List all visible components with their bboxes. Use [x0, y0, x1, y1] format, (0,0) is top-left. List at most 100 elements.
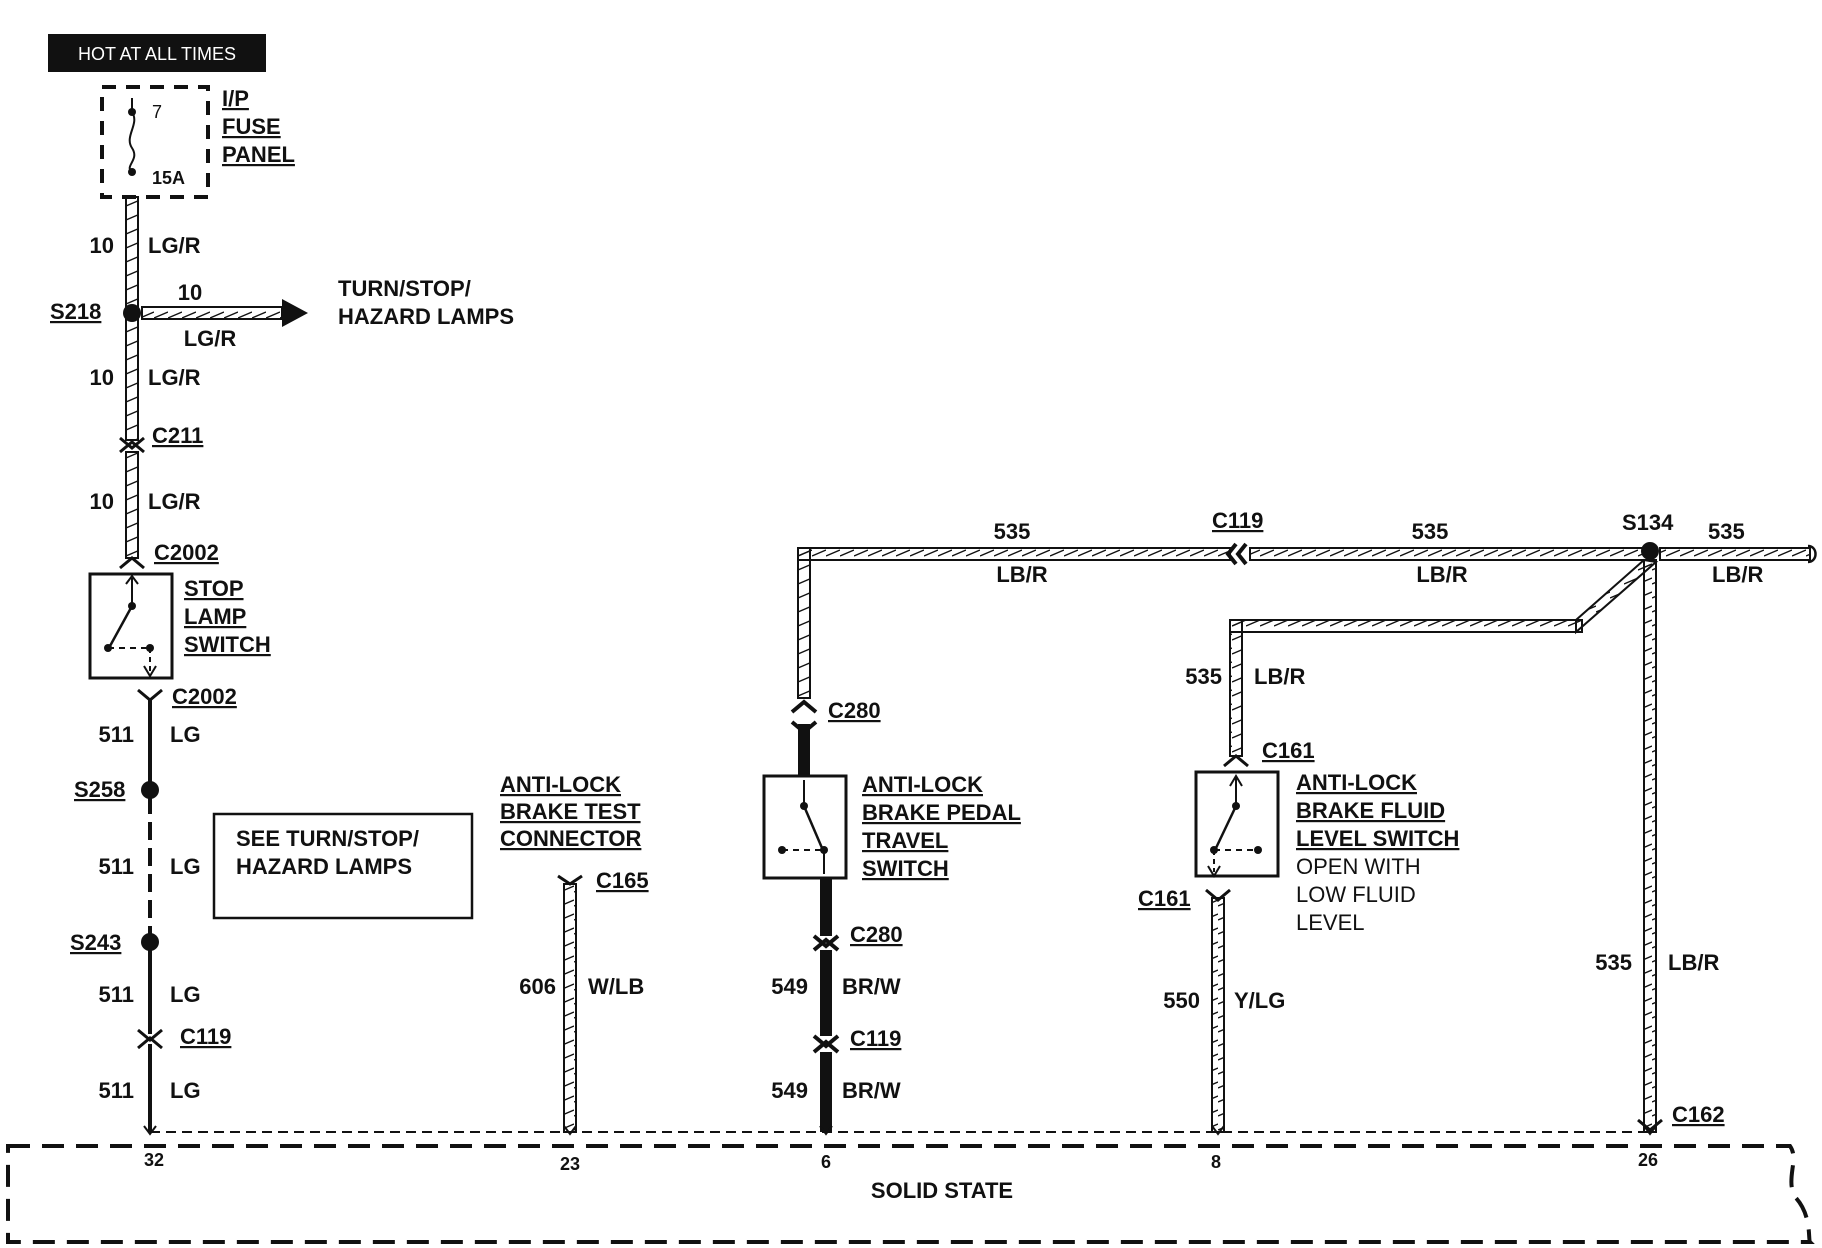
- wire-535-top-mid-color: LB/R: [1416, 562, 1467, 587]
- connector-c165-symbol: [557, 874, 583, 886]
- module-name: SOLID STATE: [871, 1178, 1013, 1203]
- wire-535-vertical-color: LB/R: [1668, 950, 1719, 975]
- module-pin-markers: [143, 1125, 1657, 1136]
- connector-c119-left-symbol: [137, 1028, 163, 1050]
- hot-at-all-times-bar: [48, 34, 266, 72]
- module-pin-32: 32: [144, 1150, 164, 1170]
- wire-535-top-mid-circuit: 535: [1412, 519, 1449, 544]
- pedal-switch-label-1: ANTI-LOCK: [862, 772, 983, 797]
- connector-c162-label: C162: [1672, 1102, 1725, 1127]
- module-outline: [6, 1144, 1815, 1244]
- module-pin-26: 26: [1638, 1150, 1658, 1170]
- wire-535-lbr-pedal-vertical: [797, 547, 811, 699]
- wire-606-wlb: [563, 883, 577, 1133]
- fluid-switch-label-1: ANTI-LOCK: [1296, 770, 1417, 795]
- wire-535-lbr-fluid-horizontal: [1229, 619, 1583, 633]
- wire-511-d-circuit: 511: [99, 1078, 135, 1103]
- pedal-switch-label-2: BRAKE PEDAL: [862, 800, 1021, 825]
- fuse-icon: [128, 98, 136, 176]
- wire-535-vertical-circuit: 535: [1595, 950, 1632, 975]
- connector-c161-top-symbol: [1223, 754, 1249, 768]
- pedal-switch-label-4: SWITCH: [862, 856, 949, 881]
- wire-535-top-right-color: LB/R: [1712, 562, 1763, 587]
- fluid-note-line-2: LOW FLUID: [1296, 882, 1416, 907]
- connector-c119-mid-symbol: [812, 1034, 840, 1054]
- connector-c280-bottom-label: C280: [850, 922, 903, 947]
- hot-at-all-times-label: HOT AT ALL TIMES: [78, 44, 236, 64]
- wire-s218-color: LG/R: [184, 326, 237, 351]
- see-reference-line-2: HAZARD LAMPS: [236, 854, 412, 879]
- connector-c2002-top-symbol: [119, 556, 145, 570]
- connector-c119-mid-label: C119: [850, 1026, 901, 1051]
- fuse-panel-outline: [100, 85, 210, 199]
- connector-c161-bottom-label: C161: [1138, 886, 1191, 911]
- wire-10-lgr-lower: [125, 451, 139, 559]
- wire-549-brw-upper: [820, 878, 832, 936]
- splice-s258-dot: [141, 781, 159, 799]
- wire-549-a-color: BR/W: [842, 974, 901, 999]
- fuse-rating: 15A: [152, 168, 185, 188]
- wire-535-lbr-top-right: [1659, 547, 1811, 561]
- stop-lamp-switch-label-1: STOP: [184, 576, 244, 601]
- fuse-number: 7: [152, 102, 162, 122]
- test-connector-label-1: ANTI-LOCK: [500, 772, 621, 797]
- wire-511-a-color: LG: [170, 722, 201, 747]
- see-reference-line-1: SEE TURN/STOP/: [236, 826, 419, 851]
- connector-c211-symbol: [119, 436, 145, 454]
- connector-c119-left-label: C119: [180, 1024, 231, 1049]
- stop-lamp-switch-box: [88, 572, 174, 680]
- fuse-panel-label-1: I/P: [222, 86, 249, 111]
- splice-s218-label: S218: [50, 299, 101, 324]
- connector-c280-bottom-symbol: [812, 934, 840, 952]
- wire-606-color: W/LB: [588, 974, 644, 999]
- module-pin-6: 6: [821, 1152, 831, 1172]
- turn-stop-label-2: HAZARD LAMPS: [338, 304, 514, 329]
- wire-535-continuation-curve: [1807, 544, 1817, 564]
- connector-c2002-bottom-symbol: [137, 688, 163, 702]
- wire-535-top-left-color: LB/R: [996, 562, 1047, 587]
- module-pin-23: 23: [560, 1154, 580, 1174]
- fluid-switch-label-3: LEVEL SWITCH: [1296, 826, 1459, 851]
- arrow-right-icon: [282, 299, 308, 327]
- wire-10-top-color: LG/R: [148, 233, 201, 258]
- connector-c211-label: C211: [152, 423, 203, 448]
- wire-550-circuit: 550: [1163, 988, 1200, 1013]
- fluid-note-line-1: OPEN WITH: [1296, 854, 1421, 879]
- connector-c2002-bottom-label: C2002: [172, 684, 237, 709]
- fluid-switch-label-2: BRAKE FLUID: [1296, 798, 1445, 823]
- connector-c2002-top-label: C2002: [154, 540, 219, 565]
- wire-606-circuit: 606: [519, 974, 556, 999]
- wire-511-b-circuit: 511: [99, 854, 135, 879]
- splice-s243-label: S243: [70, 930, 121, 955]
- wire-535-lbr-top-mid: [1249, 547, 1651, 561]
- wire-549-a-circuit: 549: [771, 974, 808, 999]
- fuse-panel-label-2: FUSE: [222, 114, 281, 139]
- wire-535-fluid-circuit: 535: [1185, 664, 1222, 689]
- wire-511-c-circuit: 511: [99, 982, 135, 1007]
- wire-535-fluid-color: LB/R: [1254, 664, 1305, 689]
- connector-c119-top-symbol: [1225, 542, 1248, 566]
- wire-10-low-circuit: 10: [90, 489, 114, 514]
- wire-535-top-right-circuit: 535: [1708, 519, 1745, 544]
- connector-c162-symbol: [1637, 1118, 1663, 1132]
- test-connector-label-2: BRAKE TEST: [500, 799, 641, 824]
- fluid-note-line-3: LEVEL: [1296, 910, 1365, 935]
- wire-549-b-color: BR/W: [842, 1078, 901, 1103]
- stop-lamp-switch-label-2: LAMP: [184, 604, 246, 629]
- module-pin-8: 8: [1211, 1152, 1221, 1172]
- splice-s134-dot: [1641, 542, 1659, 560]
- connector-c161-top-label: C161: [1262, 738, 1315, 763]
- wire-535-top-left-circuit: 535: [994, 519, 1031, 544]
- wire-511-b-color: LG: [170, 854, 201, 879]
- wire-s218-circuit: 10: [178, 280, 202, 305]
- wire-535-lbr-fluid-vertical: [1229, 619, 1243, 757]
- wire-10-mid-color: LG/R: [148, 365, 201, 390]
- test-connector-label-3: CONNECTOR: [500, 826, 641, 851]
- turn-stop-label-1: TURN/STOP/: [338, 276, 471, 301]
- fuse-panel-label-3: PANEL: [222, 142, 295, 167]
- wire-pedal-dark-upper: [798, 724, 810, 776]
- wire-511-a-circuit: 511: [99, 722, 135, 747]
- wire-10-low-color: LG/R: [148, 489, 201, 514]
- wire-550-ylg: [1211, 897, 1225, 1133]
